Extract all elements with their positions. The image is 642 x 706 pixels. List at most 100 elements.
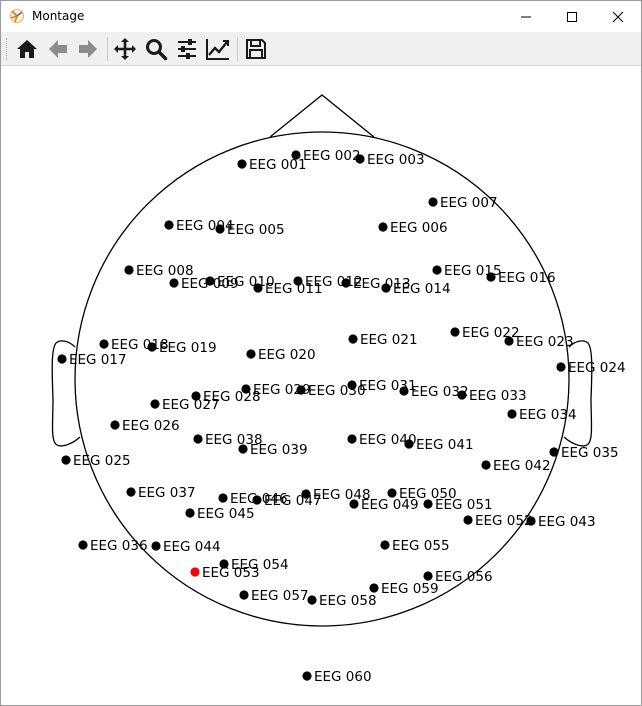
pan-button[interactable]: [111, 35, 139, 63]
save-button[interactable]: [242, 35, 270, 63]
back-button[interactable]: [44, 35, 72, 63]
sensor-dot[interactable]: [151, 541, 161, 551]
channel-eeg-034[interactable]: EEG 034: [507, 407, 577, 423]
sensor-dot[interactable]: [399, 386, 409, 396]
channel-eeg-003[interactable]: EEG 003: [355, 152, 425, 168]
sensor-dot[interactable]: [215, 224, 225, 234]
channel-eeg-023[interactable]: EEG 023: [504, 334, 574, 350]
minimize-button[interactable]: [503, 1, 549, 32]
sensor-dot[interactable]: [61, 455, 71, 465]
forward-button[interactable]: [74, 35, 102, 63]
channel-eeg-049[interactable]: EEG 049: [349, 497, 419, 513]
channel-eeg-058[interactable]: EEG 058: [307, 593, 377, 609]
sensor-dot[interactable]: [387, 488, 397, 498]
sensor-dot[interactable]: [99, 339, 109, 349]
sensor-dot[interactable]: [432, 265, 442, 275]
sensor-dot[interactable]: [124, 265, 134, 275]
sensor-dot[interactable]: [150, 399, 160, 409]
channel-eeg-051[interactable]: EEG 051: [423, 497, 493, 513]
sensor-dot[interactable]: [185, 508, 195, 518]
sensor-dot[interactable]: [404, 439, 414, 449]
channel-eeg-038[interactable]: EEG 038: [193, 432, 263, 448]
title-bar[interactable]: Montage: [1, 1, 641, 32]
sensor-dot[interactable]: [246, 349, 256, 359]
channel-eeg-057[interactable]: EEG 057: [239, 588, 309, 604]
sensor-dot[interactable]: [347, 434, 357, 444]
sensor-dot[interactable]: [190, 567, 200, 577]
edit-axis-button[interactable]: [204, 35, 232, 63]
sensor-dot[interactable]: [205, 276, 215, 286]
sensor-dot[interactable]: [218, 493, 228, 503]
sensor-dot[interactable]: [307, 595, 317, 605]
home-button[interactable]: [13, 35, 41, 63]
channel-eeg-048[interactable]: EEG 048: [301, 487, 371, 503]
channel-eeg-045[interactable]: EEG 045: [185, 506, 255, 522]
channel-eeg-060[interactable]: EEG 060: [302, 669, 372, 685]
sensor-dot[interactable]: [381, 283, 391, 293]
sensor-dot[interactable]: [193, 434, 203, 444]
channel-eeg-016[interactable]: EEG 016: [486, 270, 556, 286]
channel-eeg-013[interactable]: EEG 013: [341, 276, 411, 292]
channel-eeg-039[interactable]: EEG 039: [238, 442, 308, 458]
channel-eeg-011[interactable]: EEG 011: [253, 281, 323, 297]
sensor-dot[interactable]: [241, 384, 251, 394]
sensor-dot[interactable]: [147, 342, 157, 352]
channel-eeg-042[interactable]: EEG 042: [481, 458, 551, 474]
sensor-dot[interactable]: [347, 380, 357, 390]
channel-eeg-050[interactable]: EEG 050: [387, 486, 457, 502]
channel-eeg-026[interactable]: EEG 026: [110, 418, 180, 434]
sensor-dot[interactable]: [504, 336, 514, 346]
channel-eeg-054[interactable]: EEG 054: [219, 557, 289, 573]
sensor-dot[interactable]: [457, 390, 467, 400]
channel-eeg-029[interactable]: EEG 029: [241, 382, 311, 398]
channel-eeg-025[interactable]: EEG 025: [61, 453, 131, 469]
sensor-dot[interactable]: [169, 278, 179, 288]
sensor-dot[interactable]: [423, 499, 433, 509]
sensor-dot[interactable]: [239, 590, 249, 600]
sensor-dot[interactable]: [348, 334, 358, 344]
sensor-dot[interactable]: [219, 559, 229, 569]
sensor-dot[interactable]: [237, 159, 247, 169]
channel-eeg-055[interactable]: EEG 055: [380, 538, 450, 554]
maximize-button[interactable]: [549, 1, 595, 32]
channel-eeg-002[interactable]: EEG 002: [291, 148, 361, 164]
sensor-dot[interactable]: [507, 409, 517, 419]
sensor-dot[interactable]: [450, 327, 460, 337]
sensor-dot[interactable]: [301, 489, 311, 499]
channel-eeg-035[interactable]: EEG 035: [549, 445, 619, 461]
channel-eeg-032[interactable]: EEG 032: [399, 384, 469, 400]
channel-eeg-014[interactable]: EEG 014: [381, 281, 451, 297]
channel-eeg-041[interactable]: EEG 041: [404, 437, 474, 453]
channel-eeg-007[interactable]: EEG 007: [428, 195, 498, 211]
sensor-dot[interactable]: [253, 283, 263, 293]
sensor-dot[interactable]: [380, 540, 390, 550]
channel-eeg-040[interactable]: EEG 040: [347, 432, 417, 448]
channel-eeg-027[interactable]: EEG 027: [150, 397, 220, 413]
channel-eeg-019[interactable]: EEG 019: [147, 340, 217, 356]
channel-eeg-037[interactable]: EEG 037: [126, 485, 196, 501]
sensor-dot[interactable]: [78, 540, 88, 550]
channel-eeg-053[interactable]: EEG 053: [190, 565, 260, 581]
channel-eeg-006[interactable]: EEG 006: [378, 220, 448, 236]
zoom-button[interactable]: [142, 35, 170, 63]
sensor-dot[interactable]: [423, 571, 433, 581]
toolbar-grip[interactable]: [6, 38, 9, 60]
sensor-dot[interactable]: [355, 154, 365, 164]
sensor-dot[interactable]: [296, 385, 306, 395]
sensor-dot[interactable]: [463, 515, 473, 525]
channel-eeg-017[interactable]: EEG 017: [57, 352, 127, 368]
sensor-dot[interactable]: [191, 391, 201, 401]
channel-eeg-008[interactable]: EEG 008: [124, 263, 194, 279]
sensor-dot[interactable]: [293, 276, 303, 286]
channel-eeg-024[interactable]: EEG 024: [556, 360, 626, 376]
channel-eeg-005[interactable]: EEG 005: [215, 222, 285, 238]
channel-eeg-021[interactable]: EEG 021: [348, 332, 418, 348]
sensor-dot[interactable]: [302, 671, 312, 681]
channel-eeg-056[interactable]: EEG 056: [423, 569, 493, 585]
sensor-dot[interactable]: [549, 447, 559, 457]
sensor-dot[interactable]: [526, 516, 536, 526]
channel-eeg-043[interactable]: EEG 043: [526, 514, 596, 530]
sensor-dot[interactable]: [238, 444, 248, 454]
configure-subplots-button[interactable]: [173, 35, 201, 63]
